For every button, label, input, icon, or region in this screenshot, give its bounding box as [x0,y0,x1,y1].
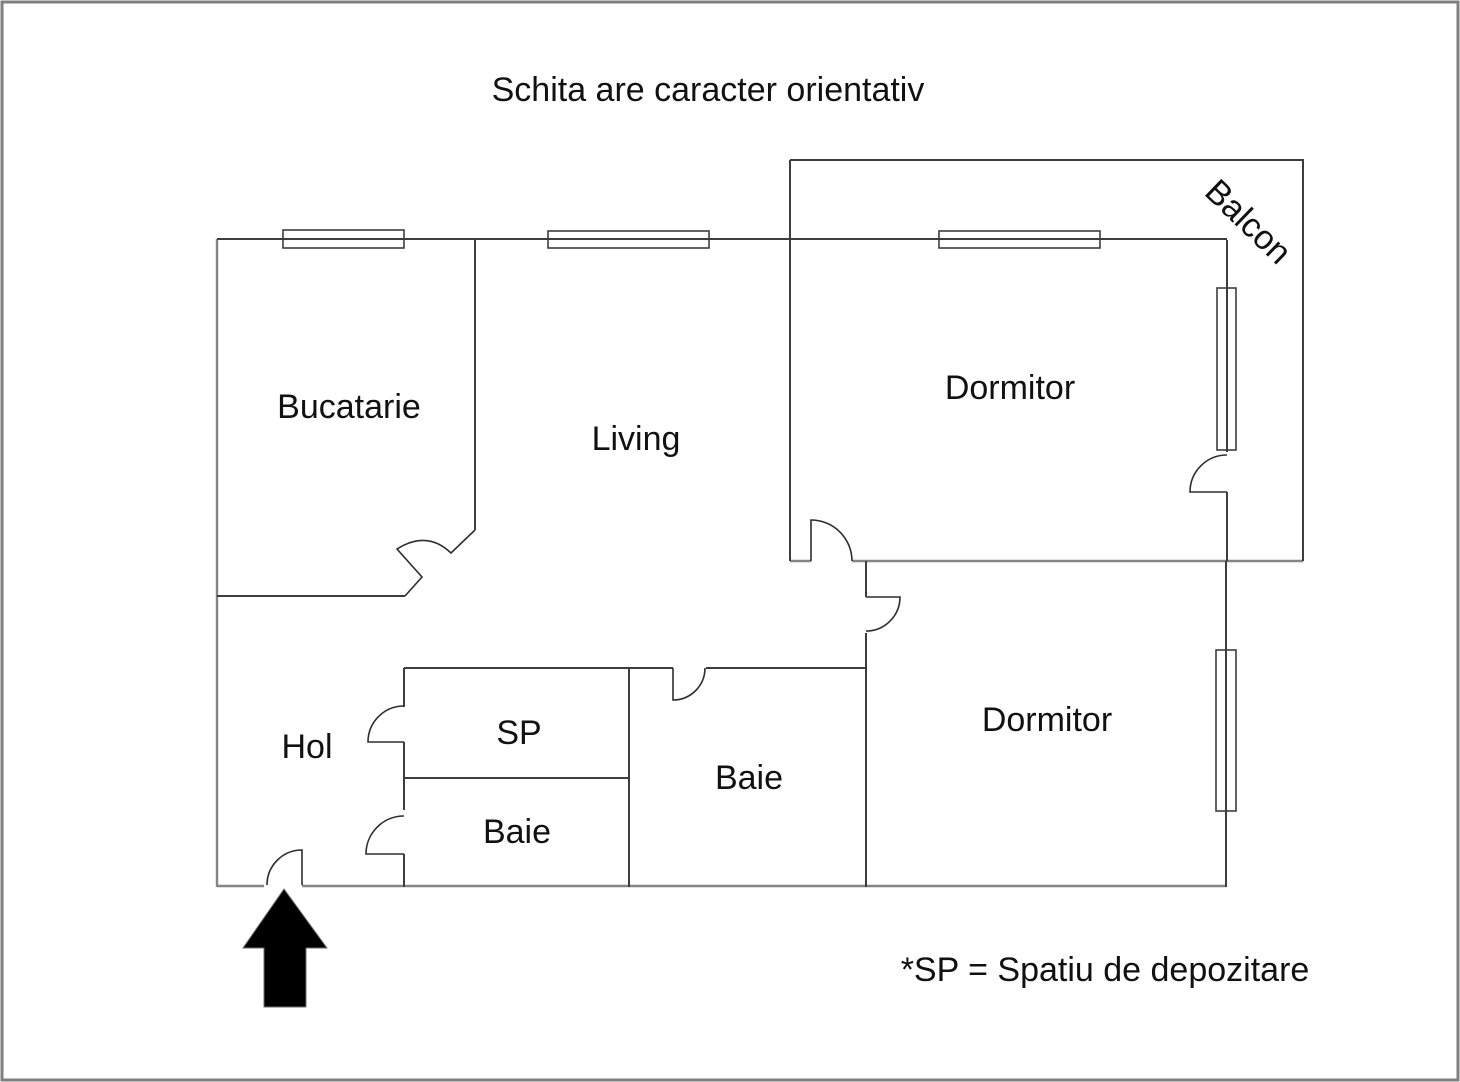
label-baie-big: Baie [715,759,783,797]
window-living [547,230,710,249]
label-baie-small: Baie [483,813,551,851]
door-dormitor-top-balcony [1189,454,1228,493]
doors [266,454,1228,886]
label-dormitor-bottom: Dormitor [982,701,1112,739]
plan-title: Schita are caracter orientativ [492,71,925,109]
interior-walls [217,159,1304,887]
entrance-arrow-icon [242,888,328,1008]
wall-balcony-outline [790,159,1304,561]
door-dormitor-top-living [810,519,853,562]
door-bucatarie [395,529,476,597]
label-living: Living [592,420,681,458]
window-bucatarie [282,229,405,249]
door-baie-big [672,667,706,701]
windows [282,229,1237,812]
door-dormitor-bottom [865,596,901,632]
label-dormitor-top: Dormitor [945,369,1075,407]
window-dormitor-top [938,230,1101,249]
label-hol: Hol [281,728,332,766]
door-entrance [266,849,303,886]
window-dormitor-top-right [1216,287,1237,451]
label-sp: SP [496,714,541,752]
door-sp [367,705,405,743]
outer-walls [215,239,1303,888]
window-dormitor-bottom [1215,649,1237,812]
door-baie-small [365,815,405,855]
plan-note: *SP = Spatiu de depozitare [901,951,1310,989]
label-bucatarie: Bucatarie [277,388,421,426]
